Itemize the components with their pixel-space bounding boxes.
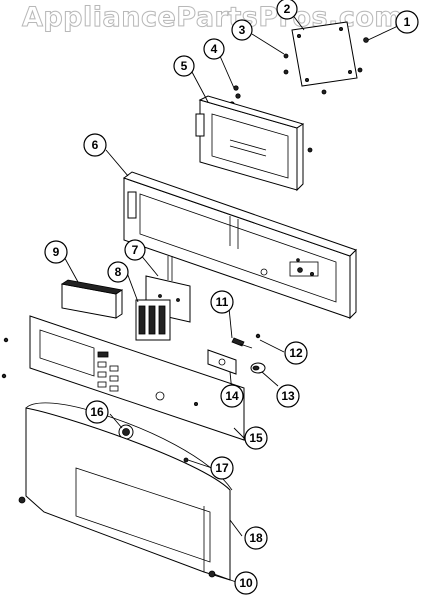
callout-14: 14 [220,384,244,408]
callout-label: 18 [249,531,263,545]
callout-3: 3 [231,19,253,41]
callout-label: 15 [249,431,263,445]
callout-label: 5 [181,59,188,73]
part-lower-trim [18,402,233,581]
callout-label: 16 [90,405,104,419]
callout-8: 8 [107,261,129,283]
callout-label: 17 [215,461,229,475]
callout-7: 7 [124,239,146,261]
part-board-housing [195,95,313,192]
part-display-lens [60,279,124,319]
callout-4: 4 [203,38,225,60]
callout-label: 14 [225,389,239,403]
callout-label: 11 [216,295,229,309]
callout-6: 6 [83,133,107,157]
callout-label: 10 [239,576,253,590]
part-switch-block [135,299,171,341]
callout-2: 2 [276,0,298,20]
part-hardware-set [207,333,266,375]
leader-lines [61,13,399,583]
part-screw-17 [183,457,189,463]
callout-label: 13 [281,389,295,403]
callout-11: 11 [210,290,234,314]
callout-16: 16 [85,400,109,424]
callout-label: 7 [132,243,139,257]
callout-label: 12 [289,346,303,360]
callout-12: 12 [284,341,308,365]
callout-18: 18 [244,526,268,550]
callout-label: 4 [211,42,218,56]
callout-label: 2 [284,2,291,16]
callout-10: 10 [234,571,258,595]
callout-17: 17 [210,456,234,480]
part-control-overlay [1,315,245,441]
callout-9: 9 [44,240,68,264]
callout-5: 5 [173,55,195,77]
callout-1: 1 [395,10,419,34]
callout-label: 1 [404,15,411,29]
callout-label: 8 [115,265,122,279]
callout-label: 6 [92,138,99,152]
callout-13: 13 [276,384,300,408]
callout-label: 9 [53,245,60,259]
part-console-panel [122,171,357,320]
callout-label: 3 [239,23,246,37]
callout-15: 15 [244,426,268,450]
part-cover-plate [291,21,358,87]
